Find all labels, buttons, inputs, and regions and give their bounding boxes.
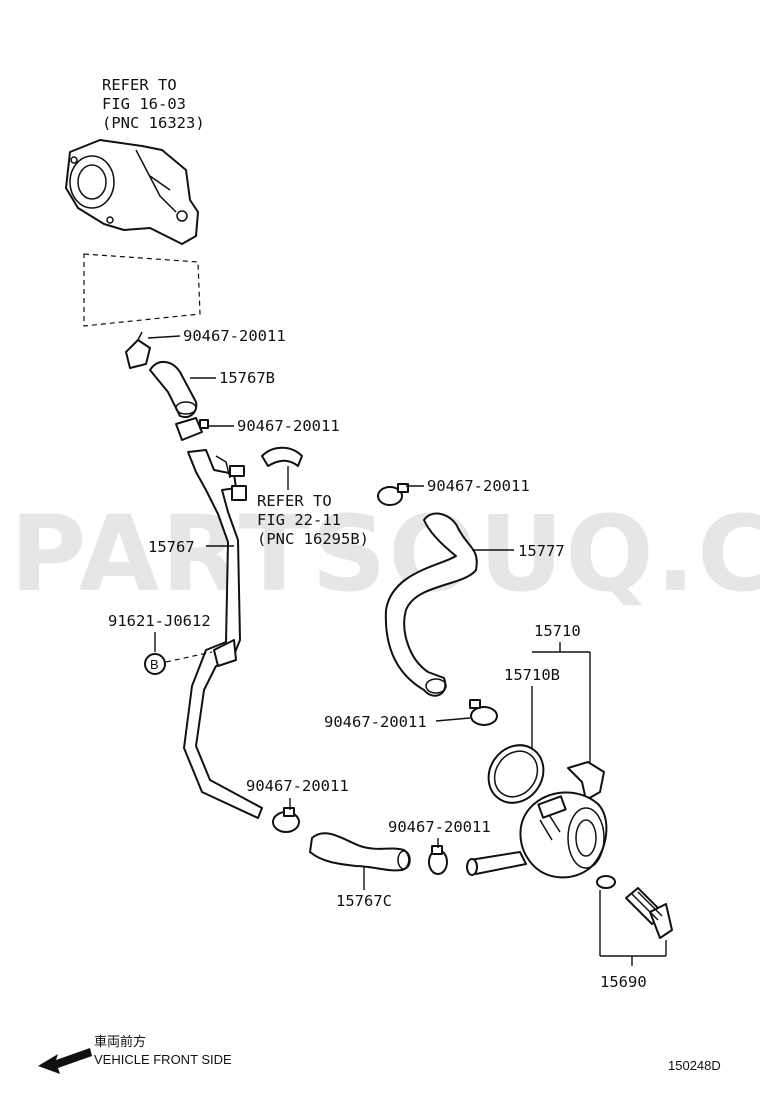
thermostat-housing	[65, 139, 199, 245]
callout-15767c: 15767C	[336, 892, 392, 910]
refer-line-1: REFER TO	[102, 76, 177, 94]
refer-to-fig-16-03: REFER TO FIG 16-03 (PNC 16323)	[102, 76, 205, 132]
callout-91621-j0612: 91621-J0612	[108, 612, 211, 630]
callout-clamp-upper: 90467-20011	[237, 417, 340, 435]
hose-15767c	[309, 832, 410, 872]
callout-15710: 15710	[534, 622, 581, 640]
clamp-15777-top	[377, 483, 409, 506]
clamp-15777-bottom	[469, 699, 498, 726]
callout-15690: 15690	[600, 973, 647, 991]
refer-to-fig-22-11: REFER TO FIG 22-11 (PNC 16295B)	[257, 492, 369, 548]
bolt-marker-label: B	[150, 657, 159, 672]
callout-clamp-15777-bottom: 90467-20011	[324, 713, 427, 731]
reference-frame	[83, 253, 201, 327]
plug-15690	[596, 875, 673, 939]
callout-clamp-15777-top: 90467-20011	[427, 477, 530, 495]
callout-15767b: 15767B	[219, 369, 275, 387]
clamp-top	[125, 331, 151, 369]
clamp-mid-bottom	[428, 845, 448, 875]
pipe-15767	[183, 449, 263, 819]
oil-cooler-15710	[466, 761, 608, 879]
refer-line-3: (PNC 16323)	[102, 114, 205, 132]
vehicle-front-arrow	[38, 1048, 92, 1074]
refer-line-1: REFER TO	[257, 492, 332, 510]
refer-line-2: FIG 16-03	[102, 95, 186, 113]
clamp-upper	[175, 417, 209, 441]
direction-label-english: VEHICLE FRONT SIDE	[94, 1052, 232, 1067]
callout-clamp-mid-bottom: 90467-20011	[388, 818, 491, 836]
direction-label-japanese: 車両前方	[94, 1034, 146, 1049]
hose-15767b	[149, 361, 198, 418]
bolt-marker-circle	[144, 653, 166, 675]
callout-15710b: 15710B	[504, 666, 560, 684]
refer-line-3: (PNC 16295B)	[257, 530, 369, 548]
callout-clamp-top: 90467-20011	[183, 327, 286, 345]
callout-clamp-left-bottom: 90467-20011	[246, 777, 349, 795]
figure-code: 150248D	[668, 1058, 721, 1073]
hose-15777	[384, 512, 478, 697]
refer-line-2: FIG 22-11	[257, 511, 341, 529]
callout-15767: 15767	[148, 538, 195, 556]
callout-15777: 15777	[518, 542, 565, 560]
clamp-left-bottom	[272, 807, 300, 833]
heater-hose-stub	[261, 446, 303, 467]
watermark: PARTSOUQ.COM	[10, 493, 760, 615]
